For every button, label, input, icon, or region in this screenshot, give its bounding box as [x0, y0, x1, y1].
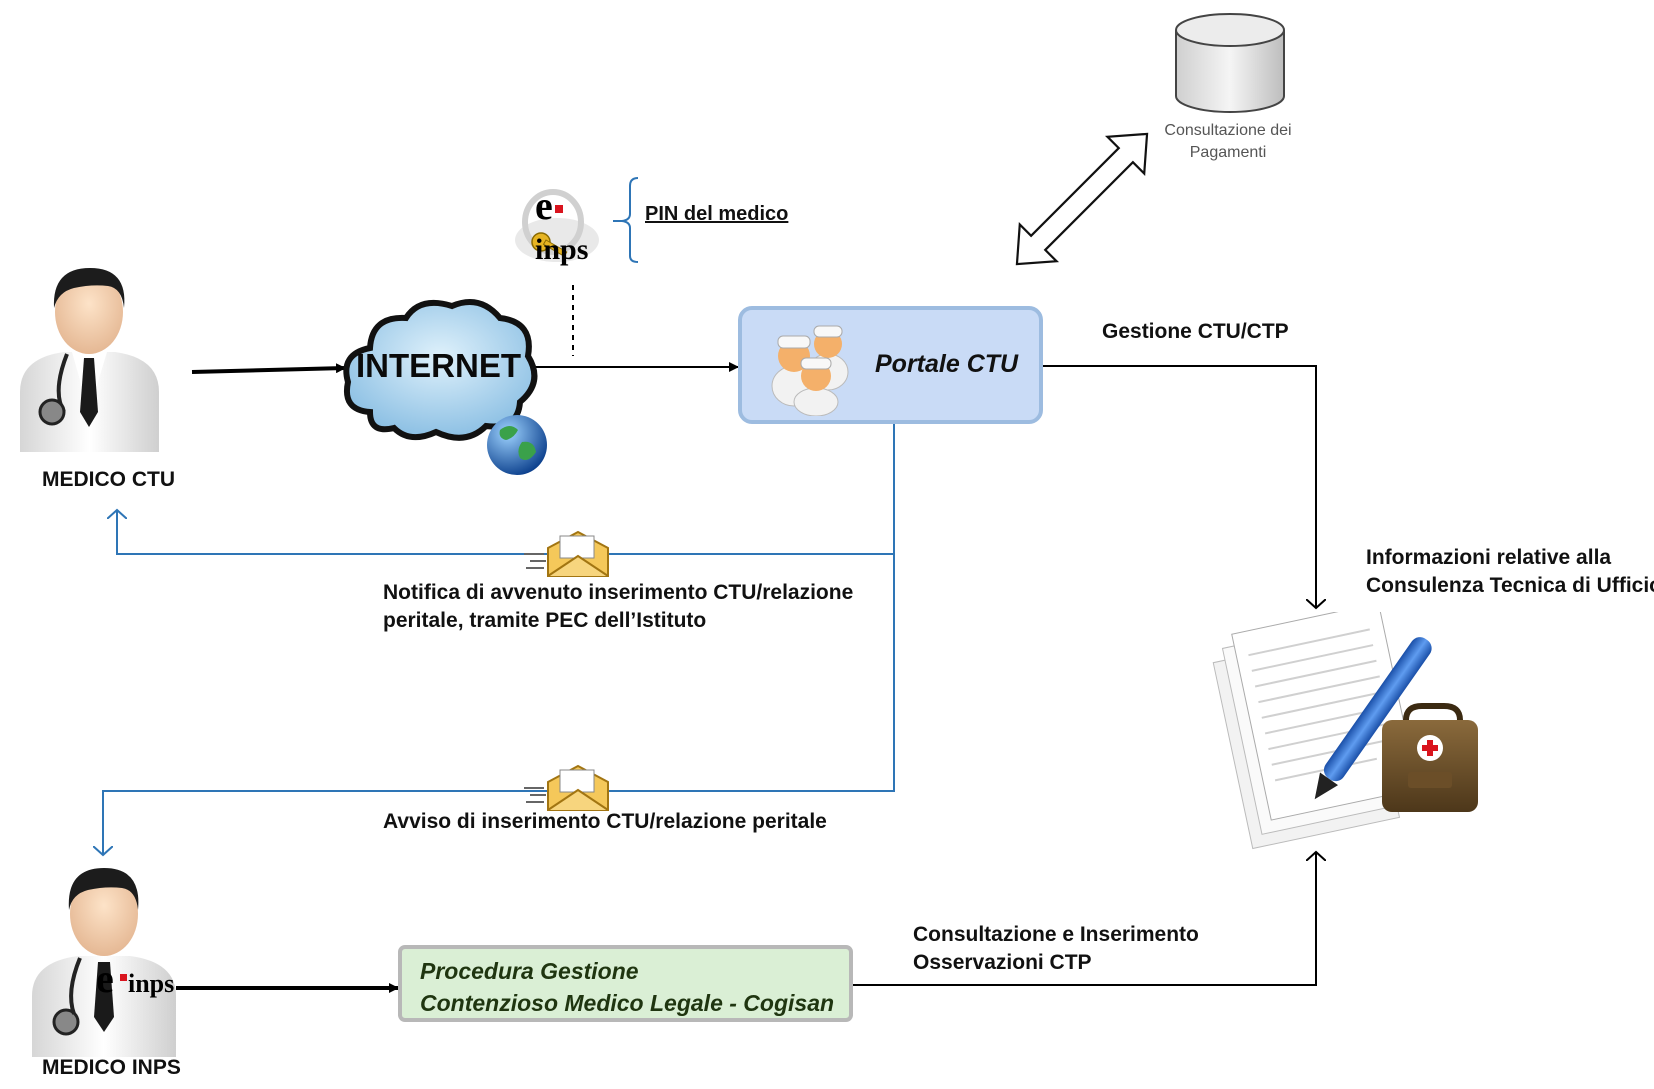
doctor-icon: e inps [32, 868, 176, 1057]
blue-notify-ctu [117, 424, 895, 555]
svg-text:inps: inps [128, 969, 174, 998]
cloud-icon [343, 299, 538, 441]
blue-notify-inps [103, 554, 895, 855]
double-arrow-icon [1015, 132, 1149, 266]
arrow-portal-to-info [1043, 365, 1316, 608]
cogisan-label: Procedura Gestione Contenzioso Medico Le… [420, 955, 834, 1019]
info-label-line1: Informazioni relative alla [1366, 546, 1612, 569]
consultazione-label: Consultazione e Inserimento Osservazioni… [913, 921, 1199, 977]
portal-ctu-box[interactable]: Portale CTU [738, 306, 1043, 424]
consultazione-label-line2: Osservazioni CTP [913, 951, 1092, 974]
notifica-label: Notifica di avvenuto inserimento CTU/rel… [383, 579, 853, 635]
avviso-label: Avviso di inserimento CTU/relazione peri… [383, 810, 827, 833]
database-caption-line1: Consultazione dei [1164, 122, 1292, 139]
envelope-icon [524, 764, 609, 811]
cogisan-label-line2: Contenzioso Medico Legale - Cogisan [420, 990, 835, 1016]
medical-bag-icon [1382, 703, 1478, 812]
database-icon [1175, 13, 1285, 113]
cogisan-box[interactable]: Procedura Gestione Contenzioso Medico Le… [398, 945, 853, 1022]
pen-icon [1314, 637, 1432, 800]
documents-icon [1212, 612, 1478, 850]
doctor-icon [20, 268, 159, 452]
consultazione-label-line1: Consultazione e Inserimento [913, 923, 1199, 946]
notifica-label-line1: Notifica di avvenuto inserimento CTU/rel… [383, 581, 854, 604]
globe-icon [487, 415, 547, 475]
arrow-cogisan-to-info [853, 852, 1316, 986]
key-icon [515, 189, 599, 262]
info-label-line2: Consulenza Tecnica di Ufficio [1366, 574, 1654, 597]
info-label: Informazioni relative alla Consulenza Te… [1366, 544, 1654, 600]
einps-logo: einps [505, 180, 617, 270]
cogisan-label-line1: Procedura Gestione [420, 958, 639, 984]
pin-label: PIN del medico [645, 203, 789, 225]
nurses-icon [771, 325, 849, 416]
medico-inps-label: MEDICO INPS [42, 1056, 181, 1079]
envelope-icon [524, 530, 609, 577]
portal-ctu-label: Portale CTU [875, 350, 1019, 378]
database-caption-line2: Pagamenti [1189, 144, 1267, 161]
svg-text:e: e [96, 956, 114, 1001]
arrow-medico-to-internet [191, 363, 346, 374]
gestione-label: Gestione CTU/CTP [1102, 320, 1289, 343]
internet-label: INTERNET [356, 347, 521, 384]
database-caption: Consultazione dei Pagamenti [1133, 120, 1323, 164]
medico-ctu-label: MEDICO CTU [42, 468, 175, 491]
notifica-label-line2: peritale, tramite PEC dell’Istituto [383, 609, 707, 632]
pin-bracket [621, 177, 639, 263]
